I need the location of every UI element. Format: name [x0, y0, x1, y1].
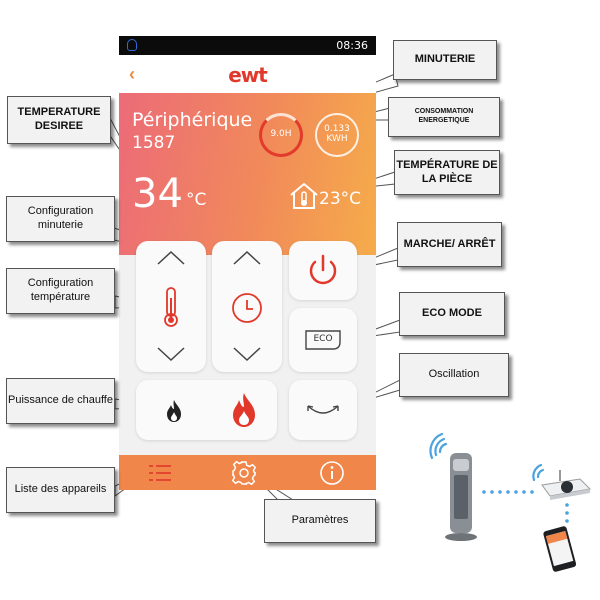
callout-marche-arret: MARCHE/ ARRÊT [397, 222, 502, 267]
back-arrow-icon[interactable]: ‹ [129, 64, 135, 84]
chevron-down-icon[interactable] [232, 345, 262, 363]
callout-temperature-piece: TEMPÉRATURE DE LA PIÈCE [394, 150, 500, 195]
bottom-nav [119, 455, 376, 490]
energy-ring-icon: 0.133 KWH [315, 113, 359, 157]
eco-label: ECO [313, 334, 333, 344]
callout-puissance-de-chauffe: Puissance de chauffe [6, 378, 115, 424]
set-temperature-value: 34 [132, 171, 183, 217]
timer-config-tile [212, 241, 282, 372]
app-header: ‹ ewt [119, 55, 376, 93]
callout-liste-des-appareils: Liste des appareils [6, 467, 115, 513]
chevron-up-icon[interactable] [156, 249, 186, 267]
flame-small-icon[interactable] [165, 399, 183, 423]
room-temperature: 23°C [319, 189, 362, 209]
status-time: 08:36 [336, 39, 368, 52]
callout-minuterie: MINUTERIE [393, 40, 497, 80]
device-name: Périphérique [132, 109, 253, 131]
status-bar: 08:36 [119, 36, 376, 55]
router [541, 470, 592, 500]
callout-oscillation: Oscillation [399, 353, 509, 397]
smartphone [543, 526, 577, 572]
wifi-icon [429, 432, 448, 460]
oscillation-button[interactable] [289, 380, 357, 440]
device-list-icon[interactable] [147, 462, 173, 484]
callout-configuration-minuterie: Configuration minuterie [6, 196, 115, 242]
clock-icon [232, 293, 262, 323]
temperature-config-tile [136, 241, 206, 372]
phone-screen: 08:36 ‹ ewt Périphérique 1587 34 °C 9.0H… [119, 36, 376, 490]
device-status-panel: Périphérique 1587 34 °C 9.0H 0.133 KWH 2… [119, 93, 376, 255]
thermometer-icon [164, 287, 178, 327]
chevron-down-icon[interactable] [156, 345, 186, 363]
flame-large-icon[interactable] [230, 392, 258, 428]
callout-parametres: Paramètres [264, 499, 376, 543]
info-icon[interactable] [319, 460, 345, 486]
timer-ring-icon[interactable]: 9.0H [259, 113, 303, 157]
power-icon [309, 254, 337, 285]
energy-value: 0.133 [324, 124, 350, 135]
house-thermometer-icon [290, 182, 318, 209]
chevron-up-icon[interactable] [232, 249, 262, 267]
set-temperature-unit: °C [186, 190, 207, 210]
callout-temperature-desiree: TEMPERATURE DESIREE [7, 96, 111, 144]
callout-consommation-energetique: CONSOMMATION ENERGETIQUE [388, 97, 500, 137]
timer-value: 9.0H [270, 129, 292, 140]
energy-unit: KWH [326, 134, 348, 144]
brand-logo: ewt [228, 63, 268, 87]
notification-icon [127, 39, 137, 51]
callout-configuration-temperature: Configuration température [6, 268, 115, 314]
oscillation-icon [307, 405, 339, 414]
wifi-network-illustration [429, 432, 592, 572]
power-button[interactable] [289, 241, 357, 300]
settings-gear-icon[interactable] [231, 460, 257, 486]
device-id: 1587 [132, 133, 176, 153]
heater-tower [445, 453, 477, 541]
eco-mode-button[interactable]: ECO [289, 308, 357, 372]
eco-icon [305, 330, 341, 350]
callout-eco-mode: ECO MODE [399, 292, 505, 336]
heating-power-tile [136, 380, 277, 440]
